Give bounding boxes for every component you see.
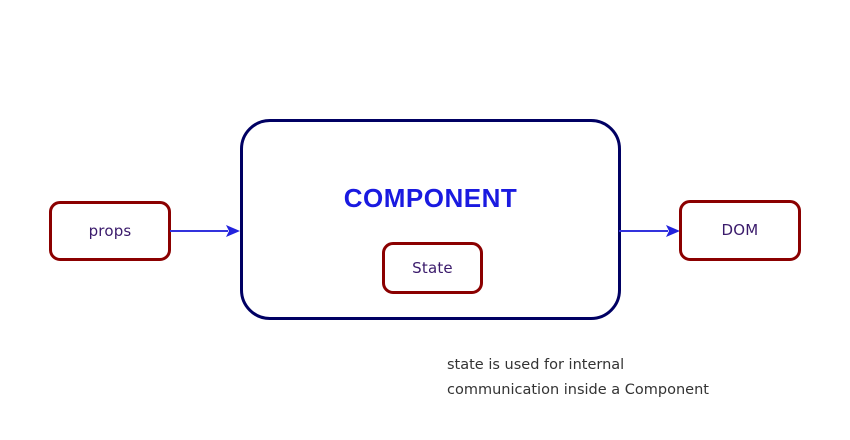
node-dom[interactable]: DOM	[679, 200, 801, 261]
node-props-label: props	[88, 221, 132, 240]
node-dom-label: DOM	[721, 221, 759, 239]
node-state-label: State	[412, 258, 453, 277]
arrow-component-to-dom-icon	[619, 225, 680, 237]
node-component[interactable]: COMPONENT State	[240, 119, 621, 320]
arrow-component-to-dom	[619, 222, 680, 240]
arrow-props-to-component-icon	[170, 225, 240, 237]
node-state[interactable]: State	[382, 242, 483, 294]
diagram-caption: state is used for internal communication…	[447, 357, 709, 398]
arrow-props-to-component	[170, 222, 240, 240]
node-props[interactable]: props	[49, 201, 171, 261]
component-title: COMPONENT	[343, 183, 518, 213]
